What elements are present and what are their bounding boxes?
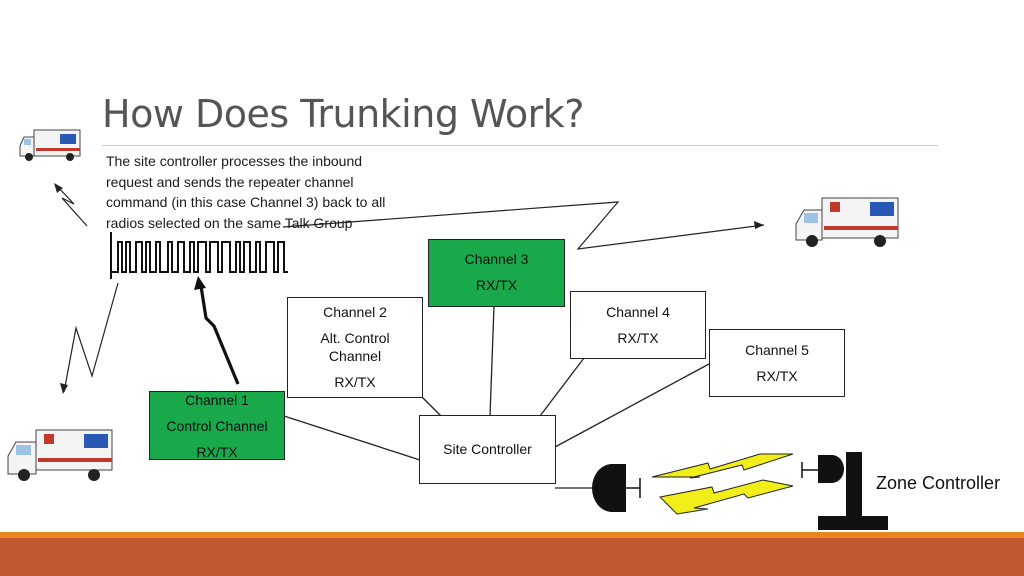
channel-1-box: Channel 1 Control Channel RX/TX: [149, 391, 285, 460]
antenna-dish-icon: [592, 464, 641, 512]
description-text: The site controller processes the inboun…: [106, 151, 426, 233]
channel-5-mode: RX/TX: [756, 368, 798, 384]
description-line: command (in this case Channel 3) back to…: [106, 194, 386, 210]
channel-1-name: Channel 1: [185, 392, 249, 408]
page-title: How Does Trunking Work?: [102, 92, 584, 136]
line-ch4-site: [539, 357, 585, 417]
data-signal-waveform: [110, 232, 288, 279]
channel-2-name: Channel 2: [323, 304, 387, 320]
line-ch5-site: [554, 363, 710, 448]
channel-2-mode: RX/TX: [334, 374, 376, 390]
ambulance-icon: [7, 429, 113, 481]
radio-link-left: [63, 282, 119, 393]
description-line: request and sends the repeater channel: [106, 173, 354, 190]
channel-5-name: Channel 5: [745, 342, 809, 358]
line-ch3-site: [489, 305, 495, 417]
description-line: radios selected on the same Talk Group: [106, 214, 353, 231]
radio-link-topleft: [55, 184, 88, 227]
footer-accent-bar: [0, 532, 1024, 538]
channel-4-mode: RX/TX: [617, 330, 659, 346]
line-ch1-site: [283, 415, 421, 461]
connection-lines: [283, 305, 710, 489]
radio-link-ch1: [199, 285, 240, 385]
lightning-icon: [651, 453, 794, 515]
channel-4-box: Channel 4 RX/TX: [570, 291, 706, 359]
channel-3-box: Channel 3 RX/TX: [428, 239, 565, 307]
description-line: The site controller processes the inboun…: [106, 153, 363, 169]
channel-1-role: Control Channel: [166, 418, 268, 434]
channel-3-name: Channel 3: [464, 251, 529, 267]
site-controller-box: Site Controller: [419, 415, 556, 484]
channel-3-mode: RX/TX: [475, 277, 518, 293]
channel-2-role-cont: Channel: [328, 348, 382, 364]
channel-5-box: Channel 5 RX/TX: [709, 329, 845, 397]
ambulance-icon: [19, 129, 81, 161]
title-divider: [102, 145, 938, 146]
tower-icon: [801, 452, 888, 530]
footer-bar: [0, 538, 1024, 576]
radio-link-right: [282, 201, 765, 250]
channel-4-name: Channel 4: [606, 304, 670, 320]
line-ch2-site: [421, 396, 442, 417]
zone-controller-label: Zone Controller: [876, 473, 1001, 493]
channel-2-role: Alt. Control: [320, 330, 390, 346]
channel-2-box: Channel 2 Alt. Control Channel RX/TX: [287, 297, 423, 398]
ambulance-icon: [795, 197, 899, 247]
site-controller-label: Site Controller: [443, 441, 532, 457]
channel-1-mode: RX/TX: [196, 444, 238, 460]
